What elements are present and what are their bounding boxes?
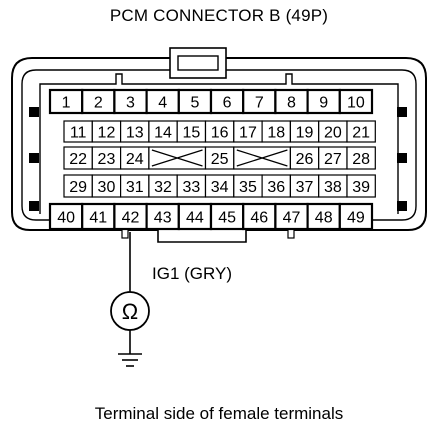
terminal-cell [242,202,277,231]
connector-housing-inner [21,69,417,221]
terminal-number-45: 45 [218,210,236,227]
terminal-number-42: 42 [122,210,140,227]
connector-key-right-1 [397,107,407,117]
connector-title: PCM CONNECTOR B (49P) [109,6,329,25]
terminal-number-34: 34 [211,179,229,196]
terminal-number-12: 12 [98,125,116,142]
ohm-symbol: Ω [122,299,138,324]
terminal-number-5: 5 [190,95,199,112]
terminal-number-31: 31 [126,179,144,196]
connector-latch-inner [177,55,219,71]
connector-bottom-tab [157,230,247,243]
terminal-number-41: 41 [89,210,107,227]
terminal-number-19: 19 [296,125,314,142]
terminal-number-3: 3 [126,95,135,112]
terminal-number-33: 33 [182,179,200,196]
terminal-number-4: 4 [158,95,167,112]
terminal-cell [346,120,376,143]
terminal-number-47: 47 [283,210,301,227]
terminal-number-15: 15 [182,125,200,142]
terminal-number-14: 14 [154,125,172,142]
probe-wire-label: IG1 (GRY) [152,264,232,283]
terminal-number-13: 13 [126,125,144,142]
terminal-number-1: 1 [62,95,71,112]
terminal-cell [274,202,309,231]
terminal-row: 40 41 42 43 44 45 46 47 48 49 [48,202,374,231]
terminal-number-40: 40 [57,210,75,227]
terminal-number-32: 32 [154,179,172,196]
terminal-number-17: 17 [239,125,257,142]
terminal-row: 11 12 13 14 15 16 17 18 19 20 21 [63,120,376,143]
terminal-number-18: 18 [267,125,285,142]
terminal-row: 29 30 31 32 33 34 35 36 37 38 39 [63,174,376,198]
connector-key-left-2 [29,153,39,163]
terminal-number-43: 43 [154,210,172,227]
terminal-cell [48,202,84,231]
connector-key-left-3 [29,201,39,211]
terminal-number-10: 10 [347,95,365,112]
terminal-number-28: 28 [352,151,370,168]
terminal-number-23: 23 [98,151,116,168]
terminal-number-29: 29 [69,179,87,196]
diagram-caption: Terminal side of female terminals [94,404,344,423]
terminal-number-2: 2 [94,95,103,112]
connector-guide-frame [39,73,399,214]
terminal-number-6: 6 [223,95,232,112]
terminal-number-27: 27 [324,151,342,168]
terminal-number-22: 22 [69,151,87,168]
terminal-number-37: 37 [296,179,314,196]
terminal-cell [346,174,376,198]
connector-latch-outer [169,47,227,79]
terminal-number-9: 9 [319,95,328,112]
terminal-number-16: 16 [211,125,229,142]
terminal-number-49: 49 [347,210,365,227]
ground-icon [118,353,142,367]
terminal-number-7: 7 [255,95,264,112]
terminal-cell [145,202,180,231]
connector-key-left-1 [29,107,39,117]
connector-key-right-2 [397,153,407,163]
terminal-blank-cross [151,149,203,167]
terminal-number-8: 8 [287,95,296,112]
terminal-number-21: 21 [352,125,370,142]
terminal-number-35: 35 [239,179,257,196]
terminal-number-25: 25 [211,151,229,168]
terminal-number-11: 11 [70,125,87,142]
terminal-row: 22 23 24 25 26 27 28 [63,146,376,170]
terminal-number-20: 20 [324,125,342,142]
terminal-row: 1 2 3 4 5 6 7 8 9 10 [48,88,374,115]
terminal-number-38: 38 [324,179,342,196]
terminal-cell [338,88,374,115]
terminal-cell [346,146,376,170]
connector-housing-outer [11,57,427,231]
terminal-number-24: 24 [126,151,144,168]
terminal-number-44: 44 [186,210,204,227]
connector-key-right-3 [397,201,407,211]
terminal-number-36: 36 [267,179,285,196]
terminal-number-39: 39 [352,179,370,196]
terminal-cell [338,202,374,231]
terminal-number-26: 26 [296,151,314,168]
terminal-number-30: 30 [98,179,116,196]
terminal-number-48: 48 [315,210,333,227]
terminal-number-46: 46 [250,210,268,227]
terminal-blank-cross [236,149,288,167]
